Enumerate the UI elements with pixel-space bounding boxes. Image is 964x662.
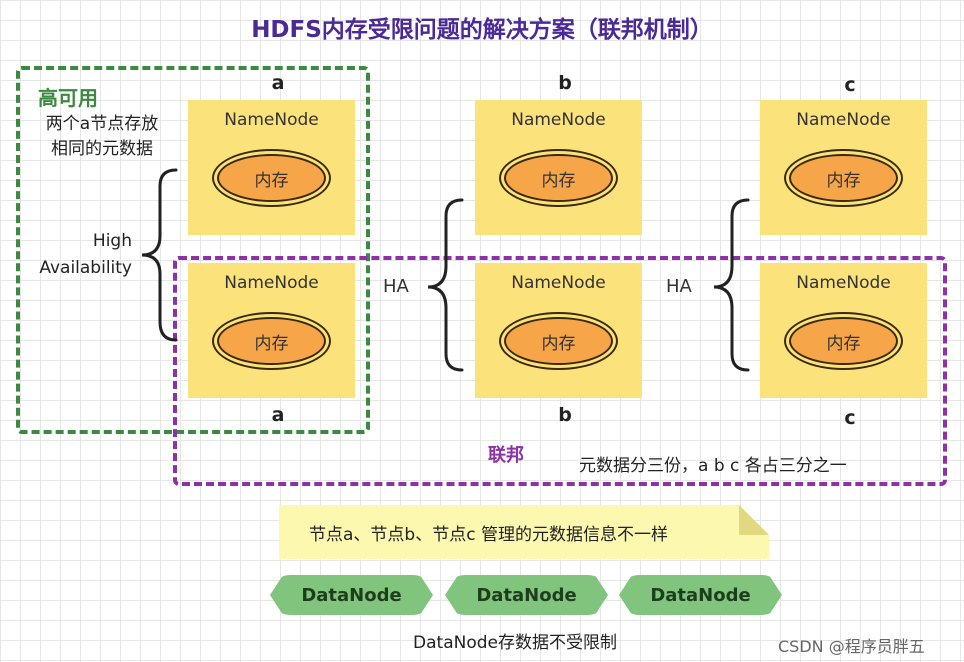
column-label-b-top: b — [558, 72, 572, 94]
federation-description: 元数据分三份，a b c 各占三分之一 — [579, 456, 847, 476]
memory-label: 内存 — [217, 154, 326, 202]
ha-label-c: HA — [666, 276, 692, 297]
datanode-2: DataNode — [445, 575, 608, 615]
datanode-3: DataNode — [619, 575, 782, 615]
diagram-title: HDFS内存受限问题的解决方案（联邦机制） — [251, 17, 713, 43]
memory-ellipse: 内存 — [499, 312, 618, 370]
memory-label: 内存 — [217, 317, 326, 365]
ha-label-b: HA — [383, 276, 409, 297]
column-label-c-top: c — [844, 74, 856, 96]
namenode-label: NameNode — [796, 273, 891, 293]
federation-title: 联邦 — [488, 445, 524, 466]
namenode-label: NameNode — [796, 110, 891, 130]
datanode-caption: DataNode存数据不受限制 — [413, 633, 617, 653]
high-availability-group — [16, 66, 370, 434]
watermark: CSDN @程序员胖五 — [778, 637, 925, 656]
namenode-label: NameNode — [224, 110, 319, 130]
memory-label: 内存 — [504, 154, 613, 202]
namenode-b-standby: NameNode 内存 — [475, 263, 642, 398]
column-label-b-bottom: b — [558, 404, 572, 426]
high-availability-label: High Availability — [20, 228, 132, 282]
namenode-a-standby: NameNode 内存 — [188, 263, 355, 398]
memory-ellipse: 内存 — [212, 149, 331, 207]
ha-desc-line1: 两个a节点存放 — [45, 114, 159, 134]
namenode-a-active: NameNode 内存 — [188, 100, 355, 235]
ha-brace-left — [141, 168, 178, 342]
namenode-c-active: NameNode 内存 — [760, 100, 927, 235]
memory-label: 内存 — [504, 317, 613, 365]
namenode-label: NameNode — [224, 273, 319, 293]
federation-group — [173, 256, 947, 486]
ha-brace-c — [713, 198, 750, 372]
note-card: 节点a、节点b、节点c 管理的元数据信息不一样 — [279, 505, 769, 559]
ha-group-description: 两个a节点存放 相同的元数据 — [32, 112, 172, 162]
memory-ellipse: 内存 — [212, 312, 331, 370]
namenode-c-standby: NameNode 内存 — [760, 263, 927, 398]
column-label-a-bottom: a — [271, 404, 285, 426]
namenode-label: NameNode — [511, 273, 606, 293]
memory-label: 内存 — [789, 154, 898, 202]
column-label-c-bottom: c — [844, 407, 856, 429]
datanode-1: DataNode — [270, 575, 433, 615]
ha-label-line2: Availability — [39, 258, 132, 278]
namenode-label: NameNode — [511, 110, 606, 130]
note-text: 节点a、节点b、节点c 管理的元数据信息不一样 — [309, 524, 668, 545]
namenode-b-active: NameNode 内存 — [475, 100, 642, 235]
memory-ellipse: 内存 — [784, 312, 903, 370]
ha-group-title: 高可用 — [38, 86, 98, 110]
memory-label: 内存 — [789, 317, 898, 365]
ha-desc-line2: 相同的元数据 — [51, 139, 153, 159]
memory-ellipse: 内存 — [784, 149, 903, 207]
ha-brace-b — [427, 198, 464, 372]
memory-ellipse: 内存 — [499, 149, 618, 207]
ha-label-line1: High — [92, 231, 132, 251]
column-label-a-top: a — [271, 72, 285, 94]
